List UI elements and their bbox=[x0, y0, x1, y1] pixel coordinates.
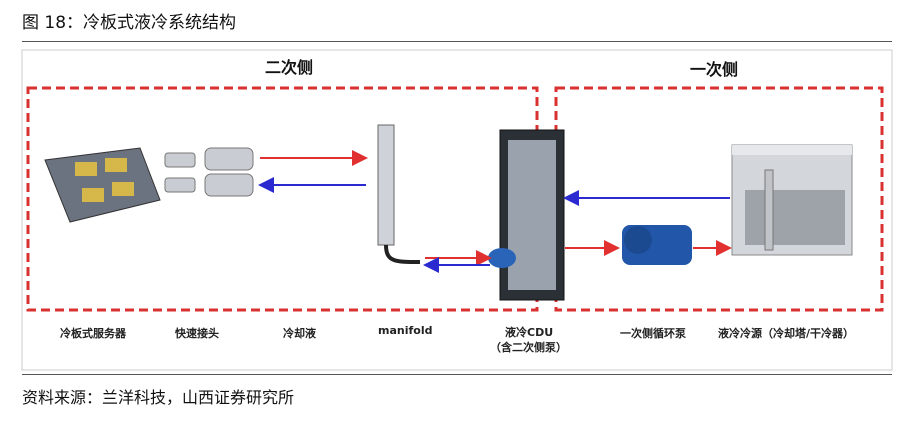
cdu-sublabel: （含二次侧泵） bbox=[490, 341, 567, 354]
manifold-label: manifold bbox=[378, 324, 433, 337]
connector-label: 快速接头 bbox=[175, 327, 219, 340]
cooling-source-label: 液冷冷源（冷却塔/干冷器） bbox=[718, 327, 855, 340]
server-label: 冷板式服务器 bbox=[60, 327, 126, 340]
quick-connector-icon bbox=[164, 147, 254, 197]
source-note: 资料来源：兰洋科技，山西证券研究所 bbox=[22, 388, 295, 407]
cdu-icon bbox=[488, 129, 565, 301]
figure-title: 图 18：冷板式液冷系统结构 bbox=[22, 13, 237, 33]
server-icon bbox=[44, 147, 161, 223]
secondary-side-label: 二次侧 bbox=[265, 58, 314, 77]
cooling-tower-icon bbox=[731, 144, 853, 256]
pump-label: 一次侧循环泵 bbox=[620, 327, 686, 340]
figure-frame bbox=[21, 49, 893, 371]
primary-side-label: 一次侧 bbox=[690, 60, 739, 79]
manifold-icon bbox=[377, 124, 421, 264]
primary-pump-icon bbox=[622, 225, 692, 265]
coolant-label: 冷却液 bbox=[283, 327, 316, 340]
top-divider bbox=[22, 41, 892, 42]
bottom-divider bbox=[22, 374, 892, 375]
cdu-label: 液冷CDU bbox=[505, 326, 554, 339]
